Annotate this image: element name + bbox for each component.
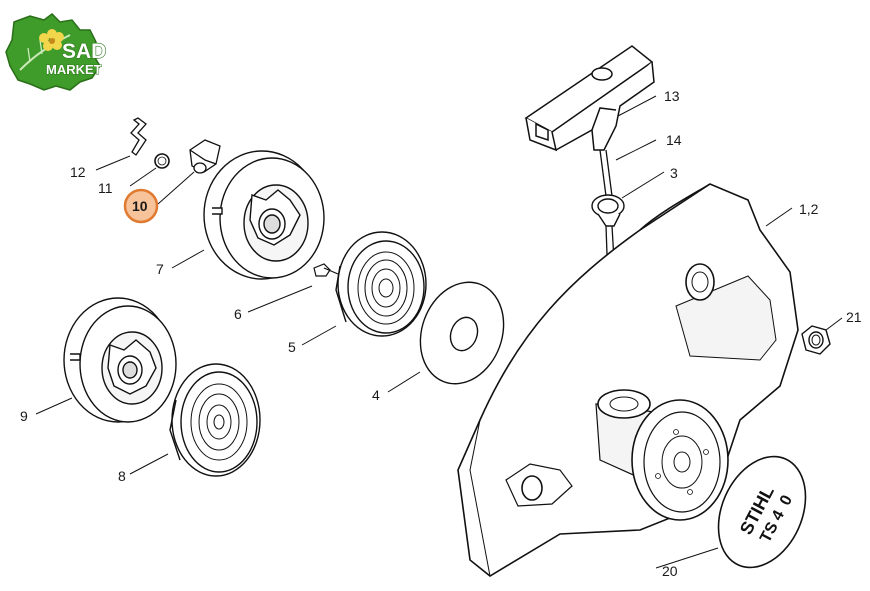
callout-8: 8 (118, 468, 126, 484)
callout-20: 20 (662, 563, 678, 579)
logo-text-sad: SAD (62, 40, 106, 63)
part-21-hex-nut (801, 325, 831, 355)
callout-14: 14 (666, 132, 682, 148)
highlight-badge-10 (123, 188, 159, 224)
callout-1-2: 1,2 (799, 201, 819, 217)
part-8-spring-cassette (169, 363, 261, 477)
callout-13: 13 (664, 88, 680, 104)
callout-21: 21 (846, 309, 862, 325)
callout-6: 6 (234, 306, 242, 322)
callout-9: 9 (20, 408, 28, 424)
callout-5: 5 (288, 339, 296, 355)
part-11-washer (154, 153, 170, 169)
callout-11: 11 (98, 180, 113, 196)
callout-10: 10 (132, 198, 148, 214)
callout-labels: 1,2 3 4 5 6 7 8 9 10 11 12 13 14 20 21 (20, 88, 862, 579)
callout-4: 4 (372, 387, 380, 403)
part-5-spring-housing (335, 231, 427, 337)
logo-text-market: MARKET (46, 62, 102, 77)
leader-lines (35, 95, 843, 569)
part-13-starter-grip (524, 45, 655, 152)
part-10-pawl (189, 139, 221, 174)
part-1-2-fan-housing (457, 183, 799, 577)
callout-7: 7 (156, 261, 164, 277)
part-20-emblem: STIHL TS 4 0 (717, 455, 807, 569)
logo-leaf-icon (5, 13, 101, 91)
callout-12: 12 (70, 164, 86, 180)
logo-flower-icon (39, 29, 64, 51)
part-4-washer (419, 281, 505, 385)
part-12-clip (130, 117, 147, 156)
callout-3: 3 (670, 165, 678, 181)
part-7-rope-rotor (203, 150, 325, 280)
part-9-rope-rotor (63, 297, 177, 423)
part-3-rope-guide-bush (591, 194, 625, 227)
part-6-screw (313, 263, 339, 277)
sad-market-logo: SAD MARKET (5, 13, 107, 91)
